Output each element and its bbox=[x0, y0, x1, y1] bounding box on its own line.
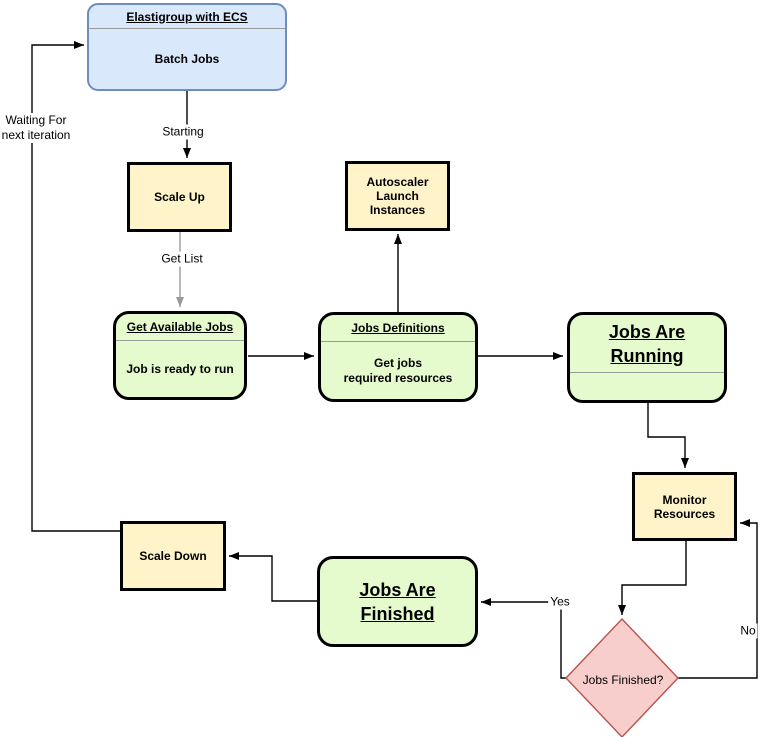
edge-label-get-list: Get List bbox=[159, 251, 205, 267]
edge-scaledown-to-elastigroup[interactable] bbox=[31, 41, 120, 532]
node-label: Autoscaler Launch Instances bbox=[366, 175, 429, 217]
node-title: Jobs Are Running bbox=[570, 315, 724, 373]
edge-label-no: No bbox=[738, 623, 758, 639]
edge-label-yes: Yes bbox=[548, 594, 572, 610]
edge-jobsarerunning-to-monitor[interactable] bbox=[647, 403, 689, 468]
node-body: Batch Jobs bbox=[154, 51, 220, 66]
node-scale-down[interactable]: Scale Down bbox=[120, 521, 226, 591]
node-title: Elastigroup with ECS bbox=[89, 5, 285, 29]
node-body-empty bbox=[570, 373, 724, 400]
decision-label: Jobs Finished? bbox=[582, 673, 664, 687]
node-body: Job is ready to run bbox=[126, 361, 234, 376]
node-elastigroup-batch-jobs[interactable]: Elastigroup with ECS Batch Jobs bbox=[87, 3, 287, 91]
node-autoscaler-launch-instances[interactable]: Autoscaler Launch Instances bbox=[345, 161, 450, 231]
node-scale-up[interactable]: Scale Up bbox=[127, 162, 232, 232]
node-label: Scale Down bbox=[139, 549, 207, 563]
node-jobs-definitions[interactable]: Jobs Definitions Get jobs required resou… bbox=[318, 312, 478, 402]
node-get-available-jobs[interactable]: Get Available Jobs Job is ready to run bbox=[113, 311, 247, 400]
node-label: Scale Up bbox=[154, 190, 205, 204]
edge-label-starting: Starting bbox=[160, 124, 206, 140]
edge-decision-no-to-monitor[interactable] bbox=[678, 519, 758, 679]
node-jobs-are-finished[interactable]: Jobs Are Finished bbox=[317, 556, 478, 647]
node-monitor-resources[interactable]: Monitor Resources bbox=[632, 472, 737, 541]
edge-monitor-to-decision[interactable] bbox=[618, 541, 687, 615]
node-jobs-are-running[interactable]: Jobs Are Running bbox=[567, 312, 727, 403]
edge-jobsarefinished-to-scaledown[interactable] bbox=[229, 552, 317, 602]
node-label: Jobs Are Finished bbox=[359, 579, 436, 624]
node-label: Monitor Resources bbox=[653, 492, 716, 521]
node-body: Get jobs required resources bbox=[343, 355, 453, 385]
edge-label-waiting-for-next-iteration: Waiting For next iteration bbox=[0, 113, 73, 143]
node-title: Jobs Definitions bbox=[321, 315, 475, 342]
decision-jobs-finished[interactable] bbox=[565, 617, 679, 737]
edge-decision-yes-to-jobsarefinished[interactable] bbox=[481, 598, 566, 679]
node-title: Get Available Jobs bbox=[116, 314, 244, 341]
